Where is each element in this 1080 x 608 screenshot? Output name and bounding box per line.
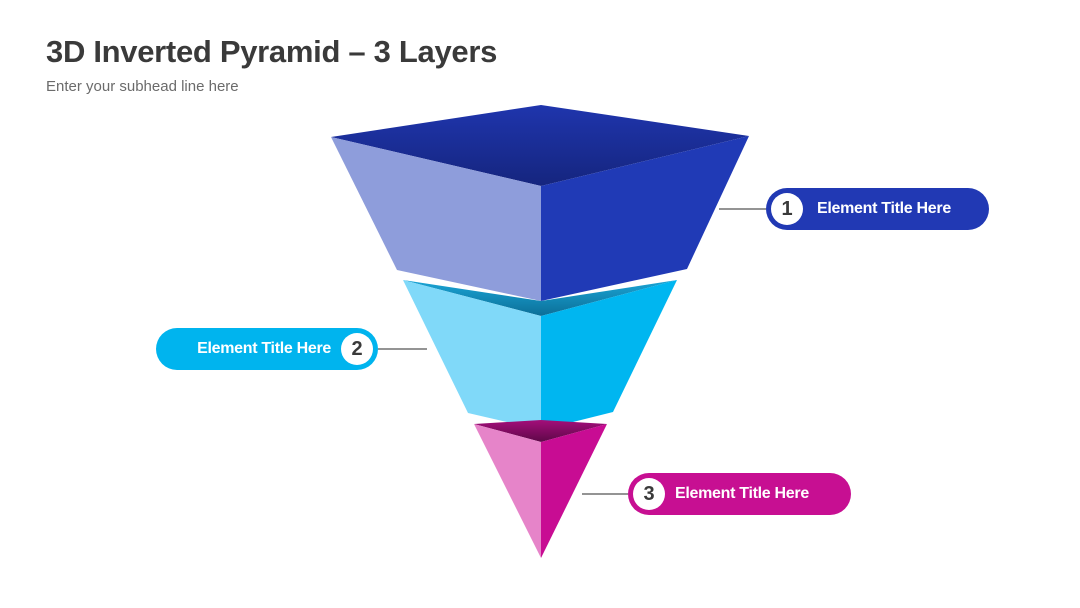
- layer-3-left-face: [474, 424, 541, 558]
- element-title-label: Element Title Here: [197, 340, 331, 357]
- layer-1-right-face: [541, 136, 749, 301]
- step-number-badge: 2: [341, 333, 373, 365]
- layer-1-top-face: [331, 105, 749, 186]
- pyramid-layer-2: [403, 280, 677, 430]
- pyramid-layer-1: [331, 105, 749, 301]
- page-title: 3D Inverted Pyramid – 3 Layers: [46, 34, 498, 69]
- layer-3-right-face: [541, 424, 607, 558]
- layer-2-left-face: [403, 280, 541, 430]
- layer-1-left-face: [331, 137, 541, 301]
- page-subtitle: Enter your subhead line here: [46, 78, 239, 95]
- layer-3-top-face: [474, 420, 607, 442]
- element-title-pill-3: 3 Element Title Here: [628, 473, 851, 515]
- step-number-badge: 3: [633, 478, 665, 510]
- element-title-pill-2: Element Title Here 2: [156, 328, 378, 370]
- layer-2-right-face: [541, 280, 677, 430]
- element-title-pill-1: 1 Element Title Here: [766, 188, 989, 230]
- layer-2-top-face: [403, 280, 677, 316]
- element-title-label: Element Title Here: [817, 200, 951, 217]
- element-title-label: Element Title Here: [675, 485, 809, 502]
- step-number-badge: 1: [771, 193, 803, 225]
- pyramid-layer-3: [474, 420, 607, 558]
